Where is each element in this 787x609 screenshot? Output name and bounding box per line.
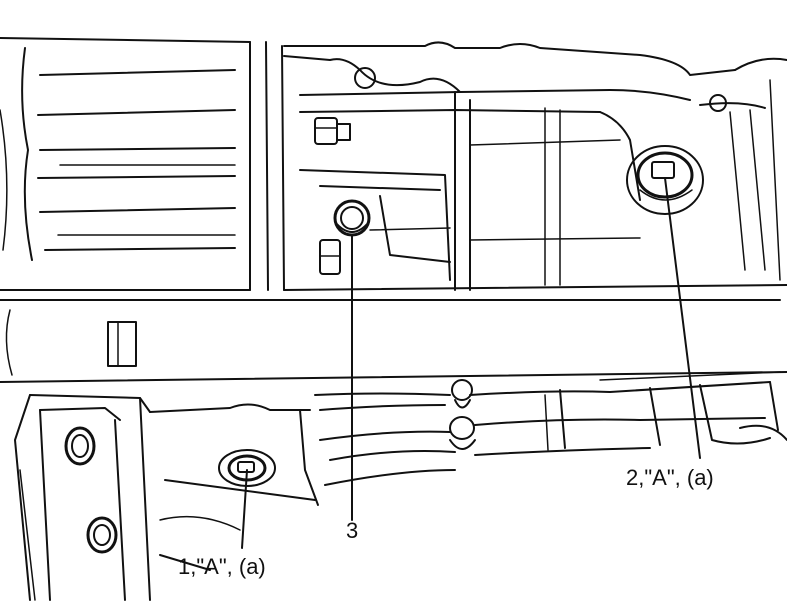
callout-2: 2,"A", (a) (626, 465, 714, 490)
leader-lines (241, 177, 701, 549)
upper-left-housing (0, 37, 285, 291)
filler-plug-2 (626, 145, 704, 215)
center-bracket (299, 169, 451, 281)
lower-right-housing (314, 371, 787, 486)
callout-1: 1,"A", (a) (178, 554, 266, 579)
callout-3: 3 (346, 518, 358, 543)
cross-member (0, 299, 787, 383)
upper-right-housing (283, 41, 787, 291)
drain-plug-3 (333, 199, 371, 237)
lower-left-housing (14, 394, 319, 601)
upper-bolts (314, 117, 351, 275)
